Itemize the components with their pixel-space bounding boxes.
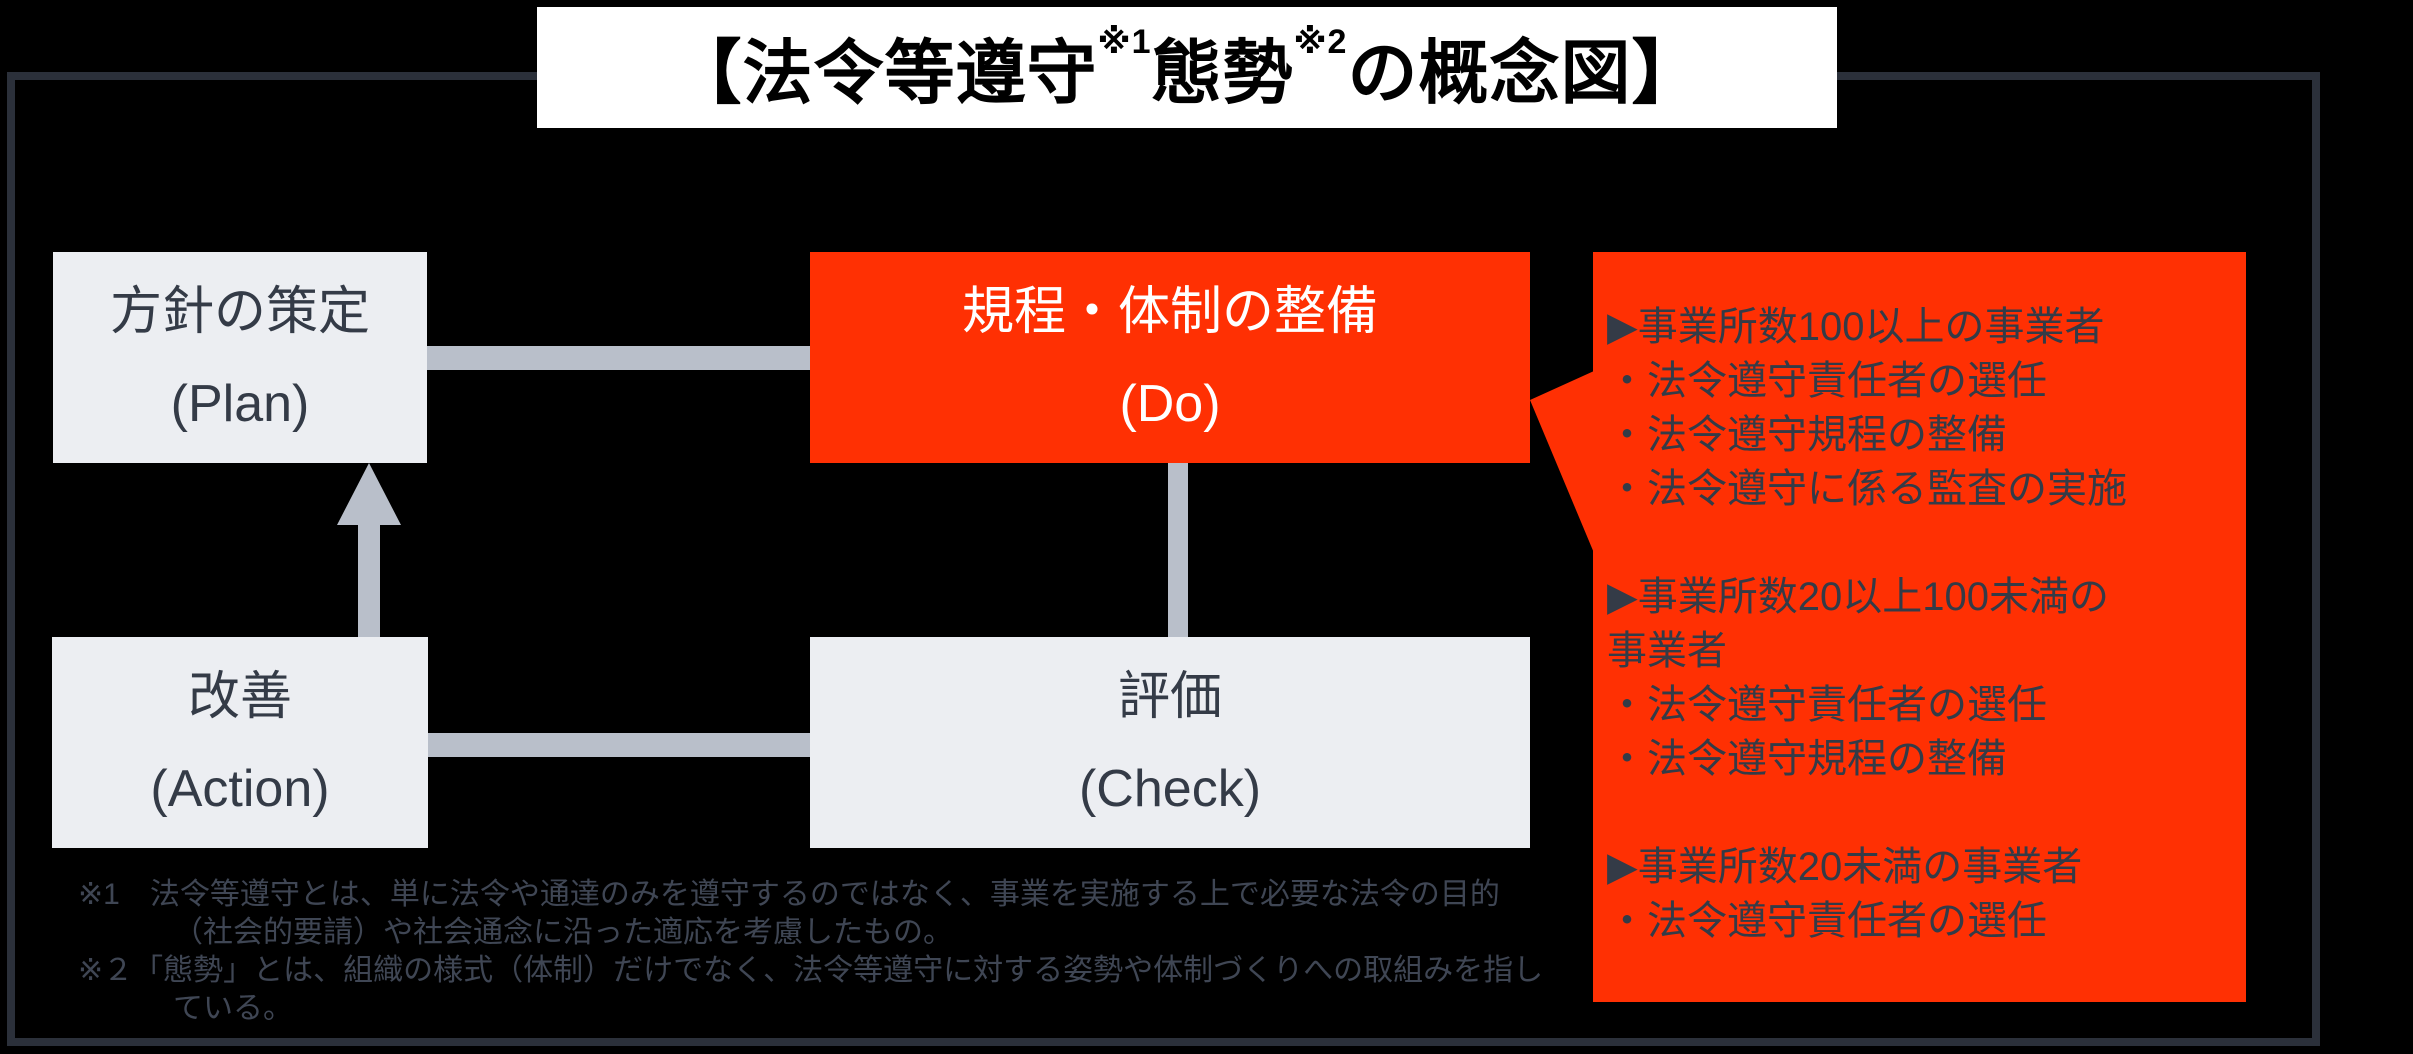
callout-pointer-icon xyxy=(1530,371,1594,553)
callout-line: ・法令遵守規程の整備 xyxy=(1607,737,2007,781)
callout-group-under-20: ▶事業所数20未満の事業者 ・法令遵守責任者の選任 xyxy=(1607,840,2232,948)
callout-group-100-or-more: ▶事業所数100以上の事業者 ・法令遵守責任者の選任 ・法令遵守規程の整備 ・法… xyxy=(1607,300,2232,516)
title-text-suffix: の概念図】 xyxy=(1347,34,1703,112)
callout-line: ・法令遵守に係る監査の実施 xyxy=(1607,467,2127,511)
footnote-1-line-1: ※1 法令等遵守とは、単に法令や通達のみを遵守するのではなく、事業を実施する上で… xyxy=(78,878,1500,911)
callout-line: ▶事業所数20未満の事業者 xyxy=(1607,845,2083,889)
callout-group-20-to-100: ▶事業所数20以上100未満の 事業者 ・法令遵守責任者の選任 ・法令遵守規程の… xyxy=(1607,570,2232,786)
connector-plan-do xyxy=(427,346,810,370)
action-box-label: 改善 xyxy=(187,667,292,726)
callout-panel: ▶事業所数100以上の事業者 ・法令遵守責任者の選任 ・法令遵守規程の整備 ・法… xyxy=(1593,252,2246,1002)
action-box: 改善 (Action) xyxy=(52,637,428,848)
callout-line: ・法令遵守責任者の選任 xyxy=(1607,899,2047,943)
plan-box-label: 方針の策定 xyxy=(109,282,370,341)
callout-line: ▶事業所数20以上100未満の xyxy=(1607,575,2109,619)
callout-line: ・法令遵守規程の整備 xyxy=(1607,413,2007,457)
check-box-sublabel: (Check) xyxy=(1078,759,1262,818)
check-box: 評価 (Check) xyxy=(810,637,1530,848)
callout-line: ・法令遵守責任者の選任 xyxy=(1607,359,2047,403)
plan-box: 方針の策定 (Plan) xyxy=(53,252,427,463)
action-box-sublabel: (Action) xyxy=(150,759,330,818)
do-box-label: 規程・体制の整備 xyxy=(961,282,1378,341)
footnotes: ※1 法令等遵守とは、単に法令や通達のみを遵守するのではなく、事業を実施する上で… xyxy=(78,876,1543,1028)
title-footnote-ref-2: ※2 xyxy=(1293,22,1348,61)
callout-line: 事業者 xyxy=(1607,629,1727,673)
callout-line: ・法令遵守責任者の選任 xyxy=(1607,683,2047,727)
footnote-2-line-2: ている。 xyxy=(173,992,293,1025)
check-box-label: 評価 xyxy=(1117,667,1222,726)
arrow-action-to-plan-head-icon xyxy=(337,463,401,525)
title-text: 【法令等遵守 xyxy=(671,34,1098,112)
plan-box-sublabel: (Plan) xyxy=(170,374,310,433)
footnote-1-line-2: （社会的要請）や社会通念に沿った適応を考慮したもの。 xyxy=(173,916,953,949)
title-text-mid: 態勢 xyxy=(1151,34,1294,112)
callout-line: ▶事業所数100以上の事業者 xyxy=(1607,305,2105,349)
title-footnote-ref-1: ※1 xyxy=(1097,22,1152,61)
do-box-sublabel: (Do) xyxy=(1119,374,1221,433)
connector-action-check xyxy=(428,733,810,757)
arrow-action-to-plan-shaft xyxy=(358,520,380,637)
do-box: 規程・体制の整備 (Do) xyxy=(810,252,1530,463)
connector-do-check xyxy=(1168,463,1188,637)
footnote-2-line-1: ※２「態勢」とは、組織の様式（体制）だけでなく、法令等遵守に対する姿勢や体制づく… xyxy=(78,954,1544,987)
